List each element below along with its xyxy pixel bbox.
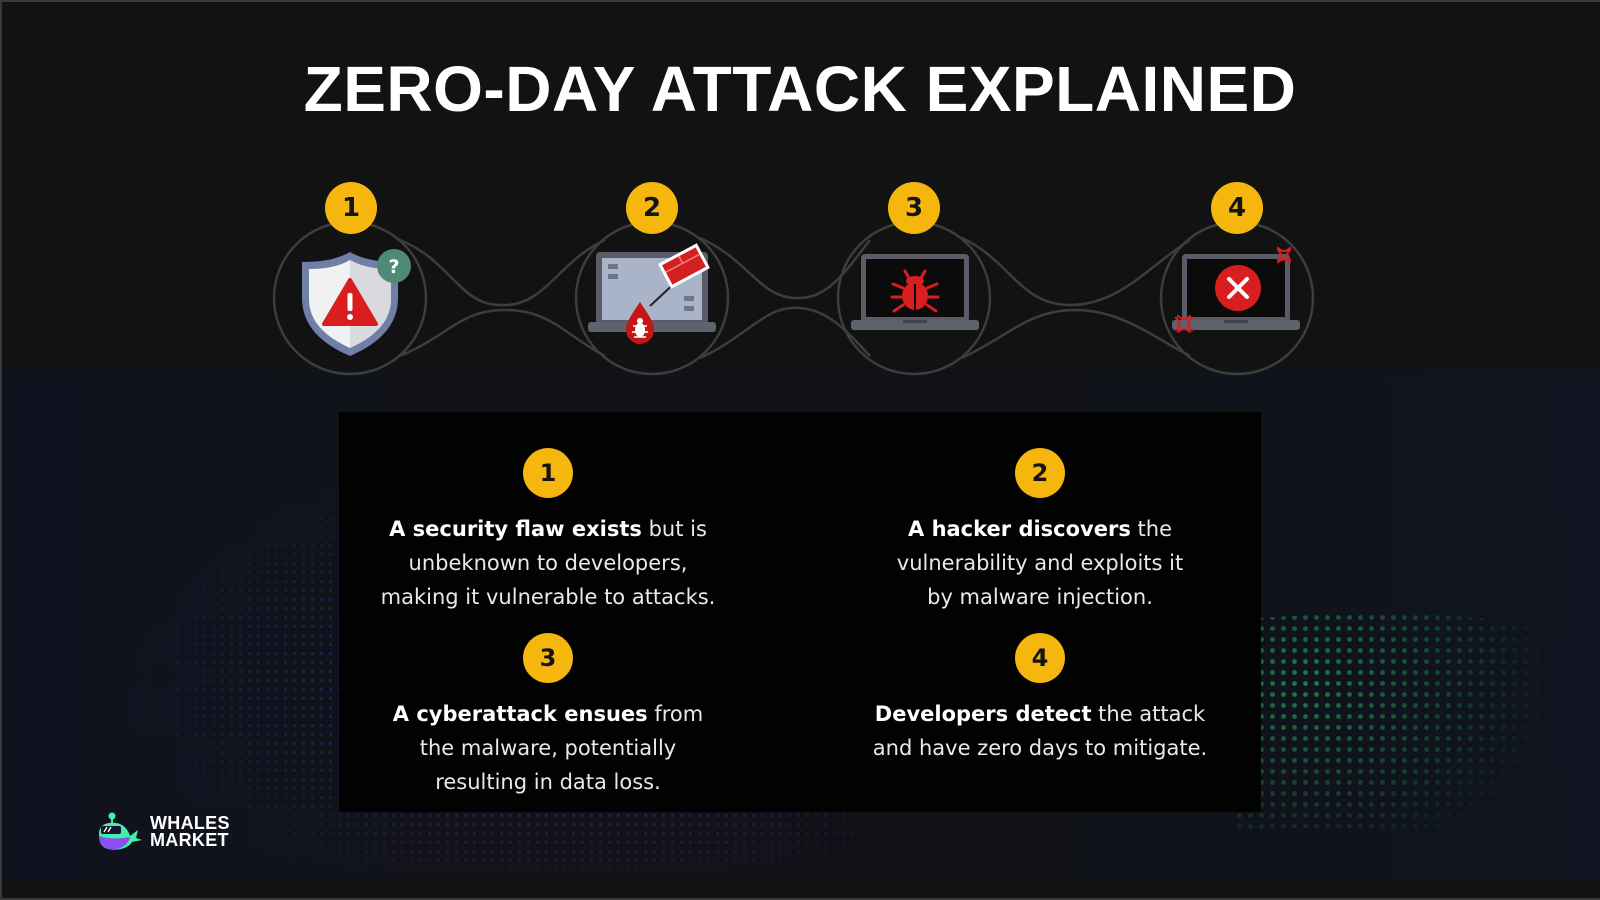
step-card-3: 3 A cyberattack ensues from the malware,…: [368, 633, 728, 799]
logo-line1: WHALES: [150, 813, 230, 833]
step-highlight: A cyberattack ensues: [392, 702, 648, 726]
laptop-malware-injection-icon: [588, 243, 716, 344]
step-number-badge: 3: [523, 633, 573, 683]
whale-logo-icon: [99, 812, 142, 850]
svg-text:?: ?: [388, 256, 399, 278]
step-text-line2: unbeknown to developers,: [408, 551, 688, 575]
step-highlight: A security flaw exists: [389, 517, 642, 541]
bottom-strip: [2, 880, 1600, 898]
step-badge-1: 1: [325, 182, 377, 234]
explanation-panel: 1 A security flaw exists but is unbeknow…: [339, 412, 1261, 812]
step-card-2: 2 A hacker discovers the vulnerability a…: [860, 448, 1220, 614]
logo-line2: MARKET: [150, 830, 229, 850]
step-number-badge: 1: [523, 448, 573, 498]
connector-lines: [272, 220, 1315, 376]
step-description: Developers detect the attack and have ze…: [850, 697, 1230, 765]
step-text-line2: and have zero days to mitigate.: [872, 736, 1208, 760]
step-text-line1: but is: [641, 517, 707, 541]
step-number-badge: 2: [1015, 448, 1065, 498]
step-text-line1: the attack: [1091, 702, 1206, 726]
logo-wordmark: WHALES MARKET: [150, 813, 230, 850]
step-text-line3: resulting in data loss.: [435, 770, 661, 794]
step-text-line1: the: [1130, 517, 1172, 541]
step-card-1: 1 A security flaw exists but is unbeknow…: [368, 448, 728, 614]
step-description: A cyberattack ensues from the malware, p…: [368, 697, 728, 799]
step-text-line2: vulnerability and exploits it: [896, 551, 1184, 575]
step-badge-4: 4: [1211, 182, 1263, 234]
step-text-line2: the malware, potentially: [419, 736, 677, 760]
shield-warning-question-icon: ?: [302, 249, 411, 356]
step-description: A hacker discovers the vulnerability and…: [860, 512, 1220, 614]
step-text-line1: from: [647, 702, 704, 726]
step-card-4: 4 Developers detect the attack and have …: [850, 633, 1230, 765]
step-text-line3: making it vulnerable to attacks.: [380, 585, 716, 609]
step-highlight: A hacker discovers: [908, 517, 1131, 541]
step-text-line3: by malware injection.: [927, 585, 1153, 609]
steps-diagram: 1 2 3 4 ?: [0, 170, 1600, 380]
laptop-bug-icon: [851, 254, 979, 330]
whales-market-logo: WHALES MARKET: [96, 812, 230, 852]
step-description: A security flaw exists but is unbeknown …: [368, 512, 728, 614]
page-title: ZERO-DAY ATTACK EXPLAINED: [303, 53, 1297, 125]
laptop-error-icon: [1172, 246, 1300, 334]
step-highlight: Developers detect: [874, 702, 1092, 726]
step-badge-2: 2: [626, 182, 678, 234]
step-number-badge: 4: [1015, 633, 1065, 683]
step-badge-3: 3: [888, 182, 940, 234]
